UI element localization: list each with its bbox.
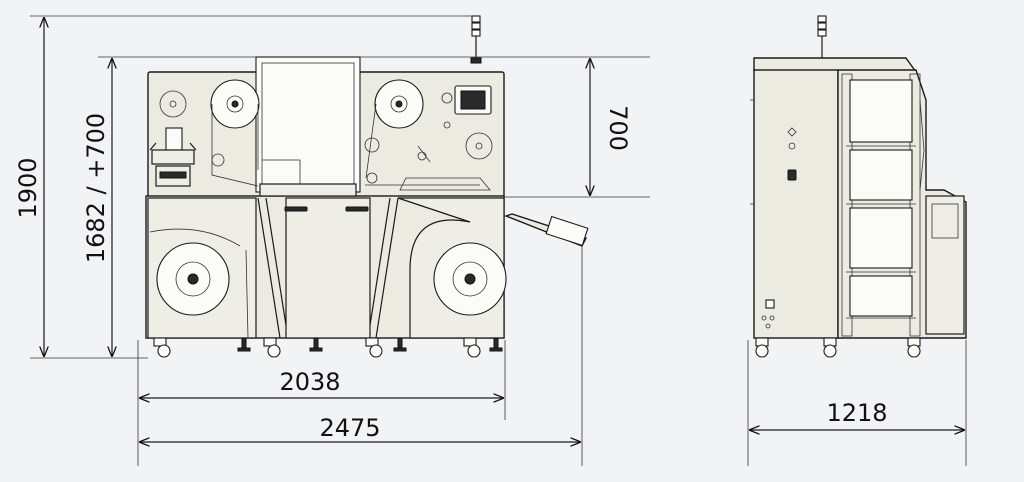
casters-front xyxy=(153,337,503,358)
upper-reel-right xyxy=(374,79,424,129)
upper-reel-left xyxy=(210,79,260,129)
signal-light xyxy=(470,15,482,64)
front-dimensions: 1900 1682 / +700 700 2038 2475 xyxy=(14,15,650,466)
dim-top-section-height: 700 xyxy=(604,105,632,151)
front-view xyxy=(145,15,589,358)
side-view xyxy=(750,15,967,358)
outfeed-chute xyxy=(503,213,589,247)
control-screen xyxy=(454,85,492,115)
side-dimensions: 1218 xyxy=(747,340,967,466)
dim-total-height: 1900 xyxy=(14,157,42,218)
dim-working-height: 1682 / +700 xyxy=(82,113,110,263)
rewind-reel xyxy=(433,242,507,316)
unwind-reel xyxy=(156,242,230,316)
dim-body-width: 2038 xyxy=(279,368,340,396)
dim-side-depth: 1218 xyxy=(826,399,887,427)
dim-total-width: 2475 xyxy=(319,414,380,442)
